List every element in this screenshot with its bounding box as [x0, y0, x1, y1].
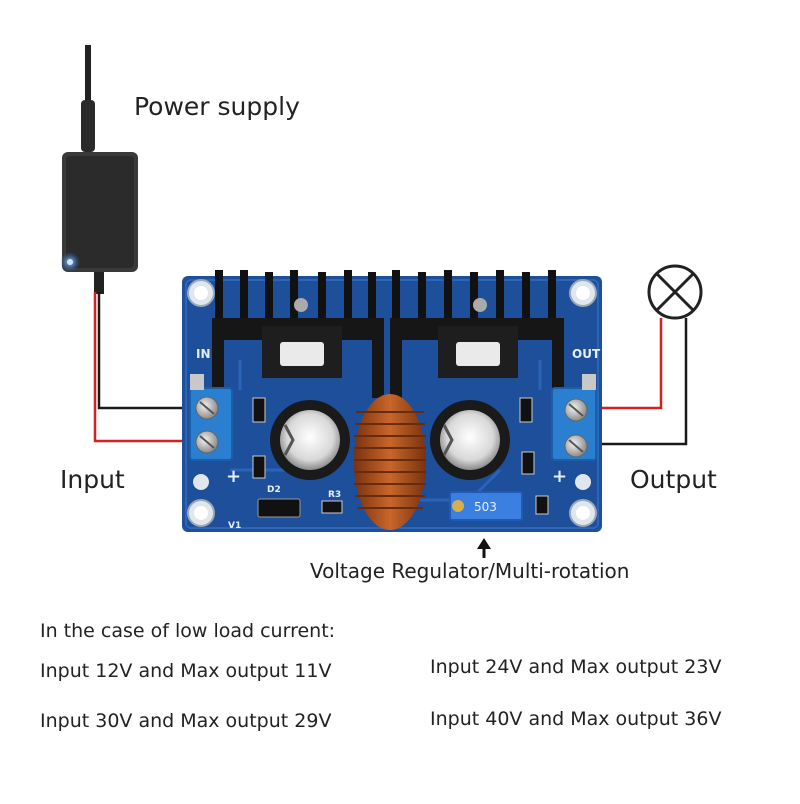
smd-resistor — [252, 455, 266, 479]
pcb-board: IN OUT + + D2 R3 V1 — [182, 270, 602, 532]
power-adapter-icon — [60, 45, 138, 294]
silk-r3: R3 — [328, 490, 341, 500]
diode-d2 — [257, 498, 301, 518]
power-supply-label: Power supply — [134, 92, 300, 121]
heatsink-left — [212, 270, 384, 398]
input-label: Input — [60, 465, 125, 494]
regulator-label: Voltage Regulator/Multi-rotation — [310, 559, 630, 583]
terminal-input — [189, 374, 233, 461]
smd-resistor — [521, 451, 535, 475]
arrow-up-icon — [477, 538, 491, 558]
heatsink-right — [390, 270, 564, 398]
wires — [93, 292, 688, 446]
note-row: Input 12V and Max output 11V — [40, 660, 332, 682]
capacitor-left — [270, 400, 350, 480]
terminal-output — [551, 374, 597, 461]
pot-marking: 503 — [474, 500, 497, 514]
notes-heading: In the case of low load current: — [40, 620, 336, 642]
note-row: Input 30V and Max output 29V — [40, 710, 332, 732]
note-row: Input 24V and Max output 23V — [430, 656, 722, 678]
silk-plus-left: + — [226, 466, 241, 487]
voltage-potentiometer: 503 — [449, 491, 523, 521]
resistor-r3 — [321, 500, 343, 514]
note-row: Input 40V and Max output 36V — [430, 708, 722, 730]
silk-d2: D2 — [267, 485, 281, 495]
silk-out-label: OUT — [572, 347, 601, 361]
inductor-coil — [354, 394, 426, 530]
smd-resistor — [535, 495, 549, 515]
capacitor-right — [430, 400, 510, 480]
lamp-icon — [647, 264, 703, 320]
silk-plus-right: + — [552, 466, 567, 487]
smd-resistor — [252, 397, 266, 423]
silk-v1: V1 — [228, 521, 241, 531]
output-label: Output — [630, 465, 717, 494]
mounting-holes — [187, 279, 597, 527]
silk-in-label: IN — [196, 347, 211, 361]
smd-resistor — [519, 397, 533, 423]
